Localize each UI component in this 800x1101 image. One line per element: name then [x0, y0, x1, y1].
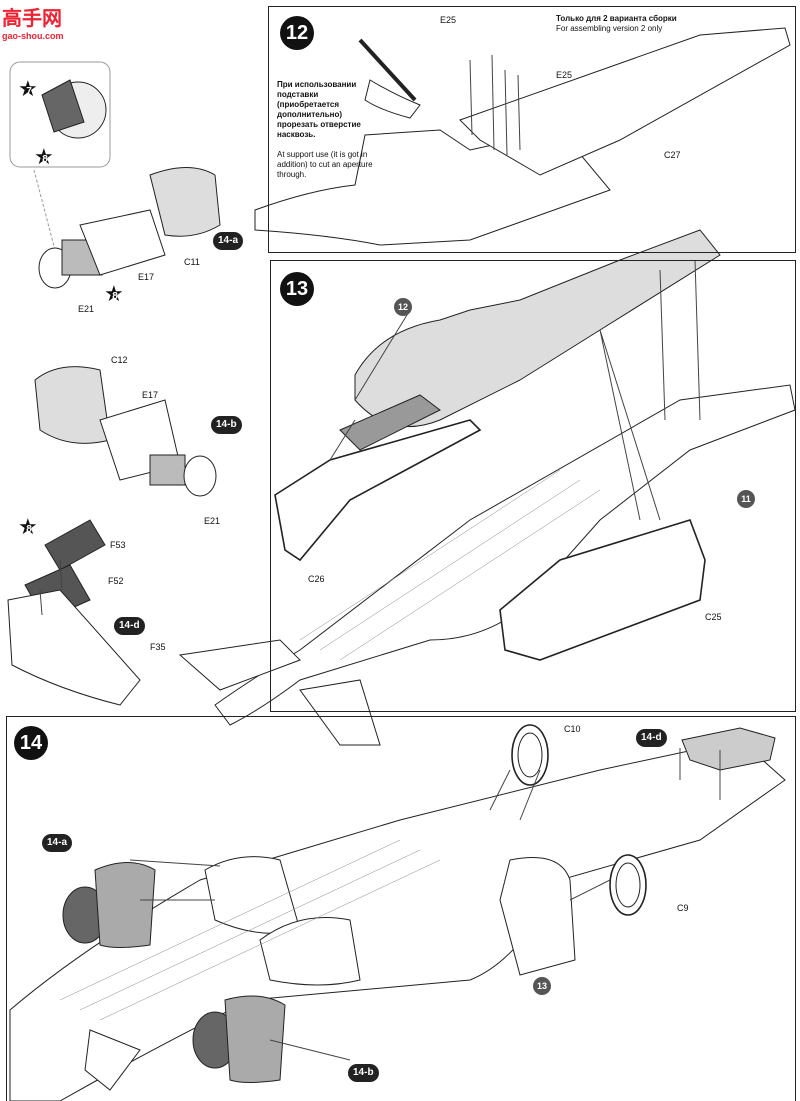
- paint-star-8b: ★8: [104, 283, 124, 305]
- version2-note-ru: Только для 2 варианта сборки: [556, 14, 677, 23]
- sub-step-14b-ref: 14-b: [348, 1064, 379, 1082]
- part-label-e21a: E21: [78, 304, 95, 314]
- part-label-c9: C9: [677, 903, 689, 913]
- sub-step-14a-ref: 14-a: [42, 834, 73, 852]
- star-8-label: 8: [42, 154, 48, 165]
- star-7-label: 7: [26, 86, 32, 97]
- paint-star-7: ★7: [18, 78, 38, 100]
- paint-star-8: ★8: [34, 146, 54, 168]
- logo-glyphs: 高手网: [2, 6, 62, 30]
- part-label-c11: C11: [184, 257, 200, 267]
- sub-step-14b-badge: 14-b: [211, 416, 242, 434]
- part-label-c12: C12: [111, 355, 128, 365]
- step-13-badge: 13: [280, 272, 314, 306]
- assembly-ref-11: 11: [737, 490, 755, 508]
- step-12-badge: 12: [280, 16, 314, 50]
- step-13-panel: [270, 260, 796, 712]
- part-label-f53: F53: [110, 540, 126, 550]
- part-label-c26: C26: [308, 574, 325, 584]
- sub-step-14d-ref: 14-d: [636, 729, 667, 747]
- callout-box: [9, 61, 111, 168]
- part-label-f35: F35: [150, 642, 166, 652]
- assembly-ref-12: 12: [394, 298, 412, 316]
- star-8b-label: 8: [112, 291, 118, 302]
- assembly-ref-13: 13: [533, 977, 551, 995]
- step-12-panel: [268, 6, 796, 253]
- part-label-c27: C27: [664, 150, 681, 160]
- part-label-c10: C10: [564, 724, 581, 734]
- part-label-e17b: E17: [142, 390, 159, 400]
- part-label-e25b: E25: [556, 70, 573, 80]
- paint-star-8c: ★8: [18, 516, 38, 538]
- support-note-en: At support use (it is got in addition) t…: [277, 150, 373, 179]
- step-14-panel: [6, 716, 796, 1101]
- watermark-logo: 高手网 gao-shou.com: [2, 2, 64, 41]
- sub-step-14a-badge: 14-a: [213, 232, 244, 250]
- step-14-badge: 14: [14, 726, 48, 760]
- logo-url: gao-shou.com: [2, 31, 64, 41]
- support-note: При использовании подставки (приобретает…: [277, 80, 377, 180]
- part-label-e21b: E21: [204, 516, 221, 526]
- part-label-c25: C25: [705, 612, 722, 622]
- part-label-e25a: E25: [440, 15, 457, 25]
- sub-step-14d-badge: 14-d: [114, 617, 145, 635]
- part-label-e17a: E17: [138, 272, 155, 282]
- version2-note-en: For assembling version 2 only: [556, 24, 663, 33]
- support-note-ru: При использовании подставки (приобретает…: [277, 80, 361, 139]
- version2-note: Только для 2 варианта сборки For assembl…: [556, 14, 696, 34]
- part-label-f52: F52: [108, 576, 124, 586]
- star-8c-label: 8: [26, 524, 32, 535]
